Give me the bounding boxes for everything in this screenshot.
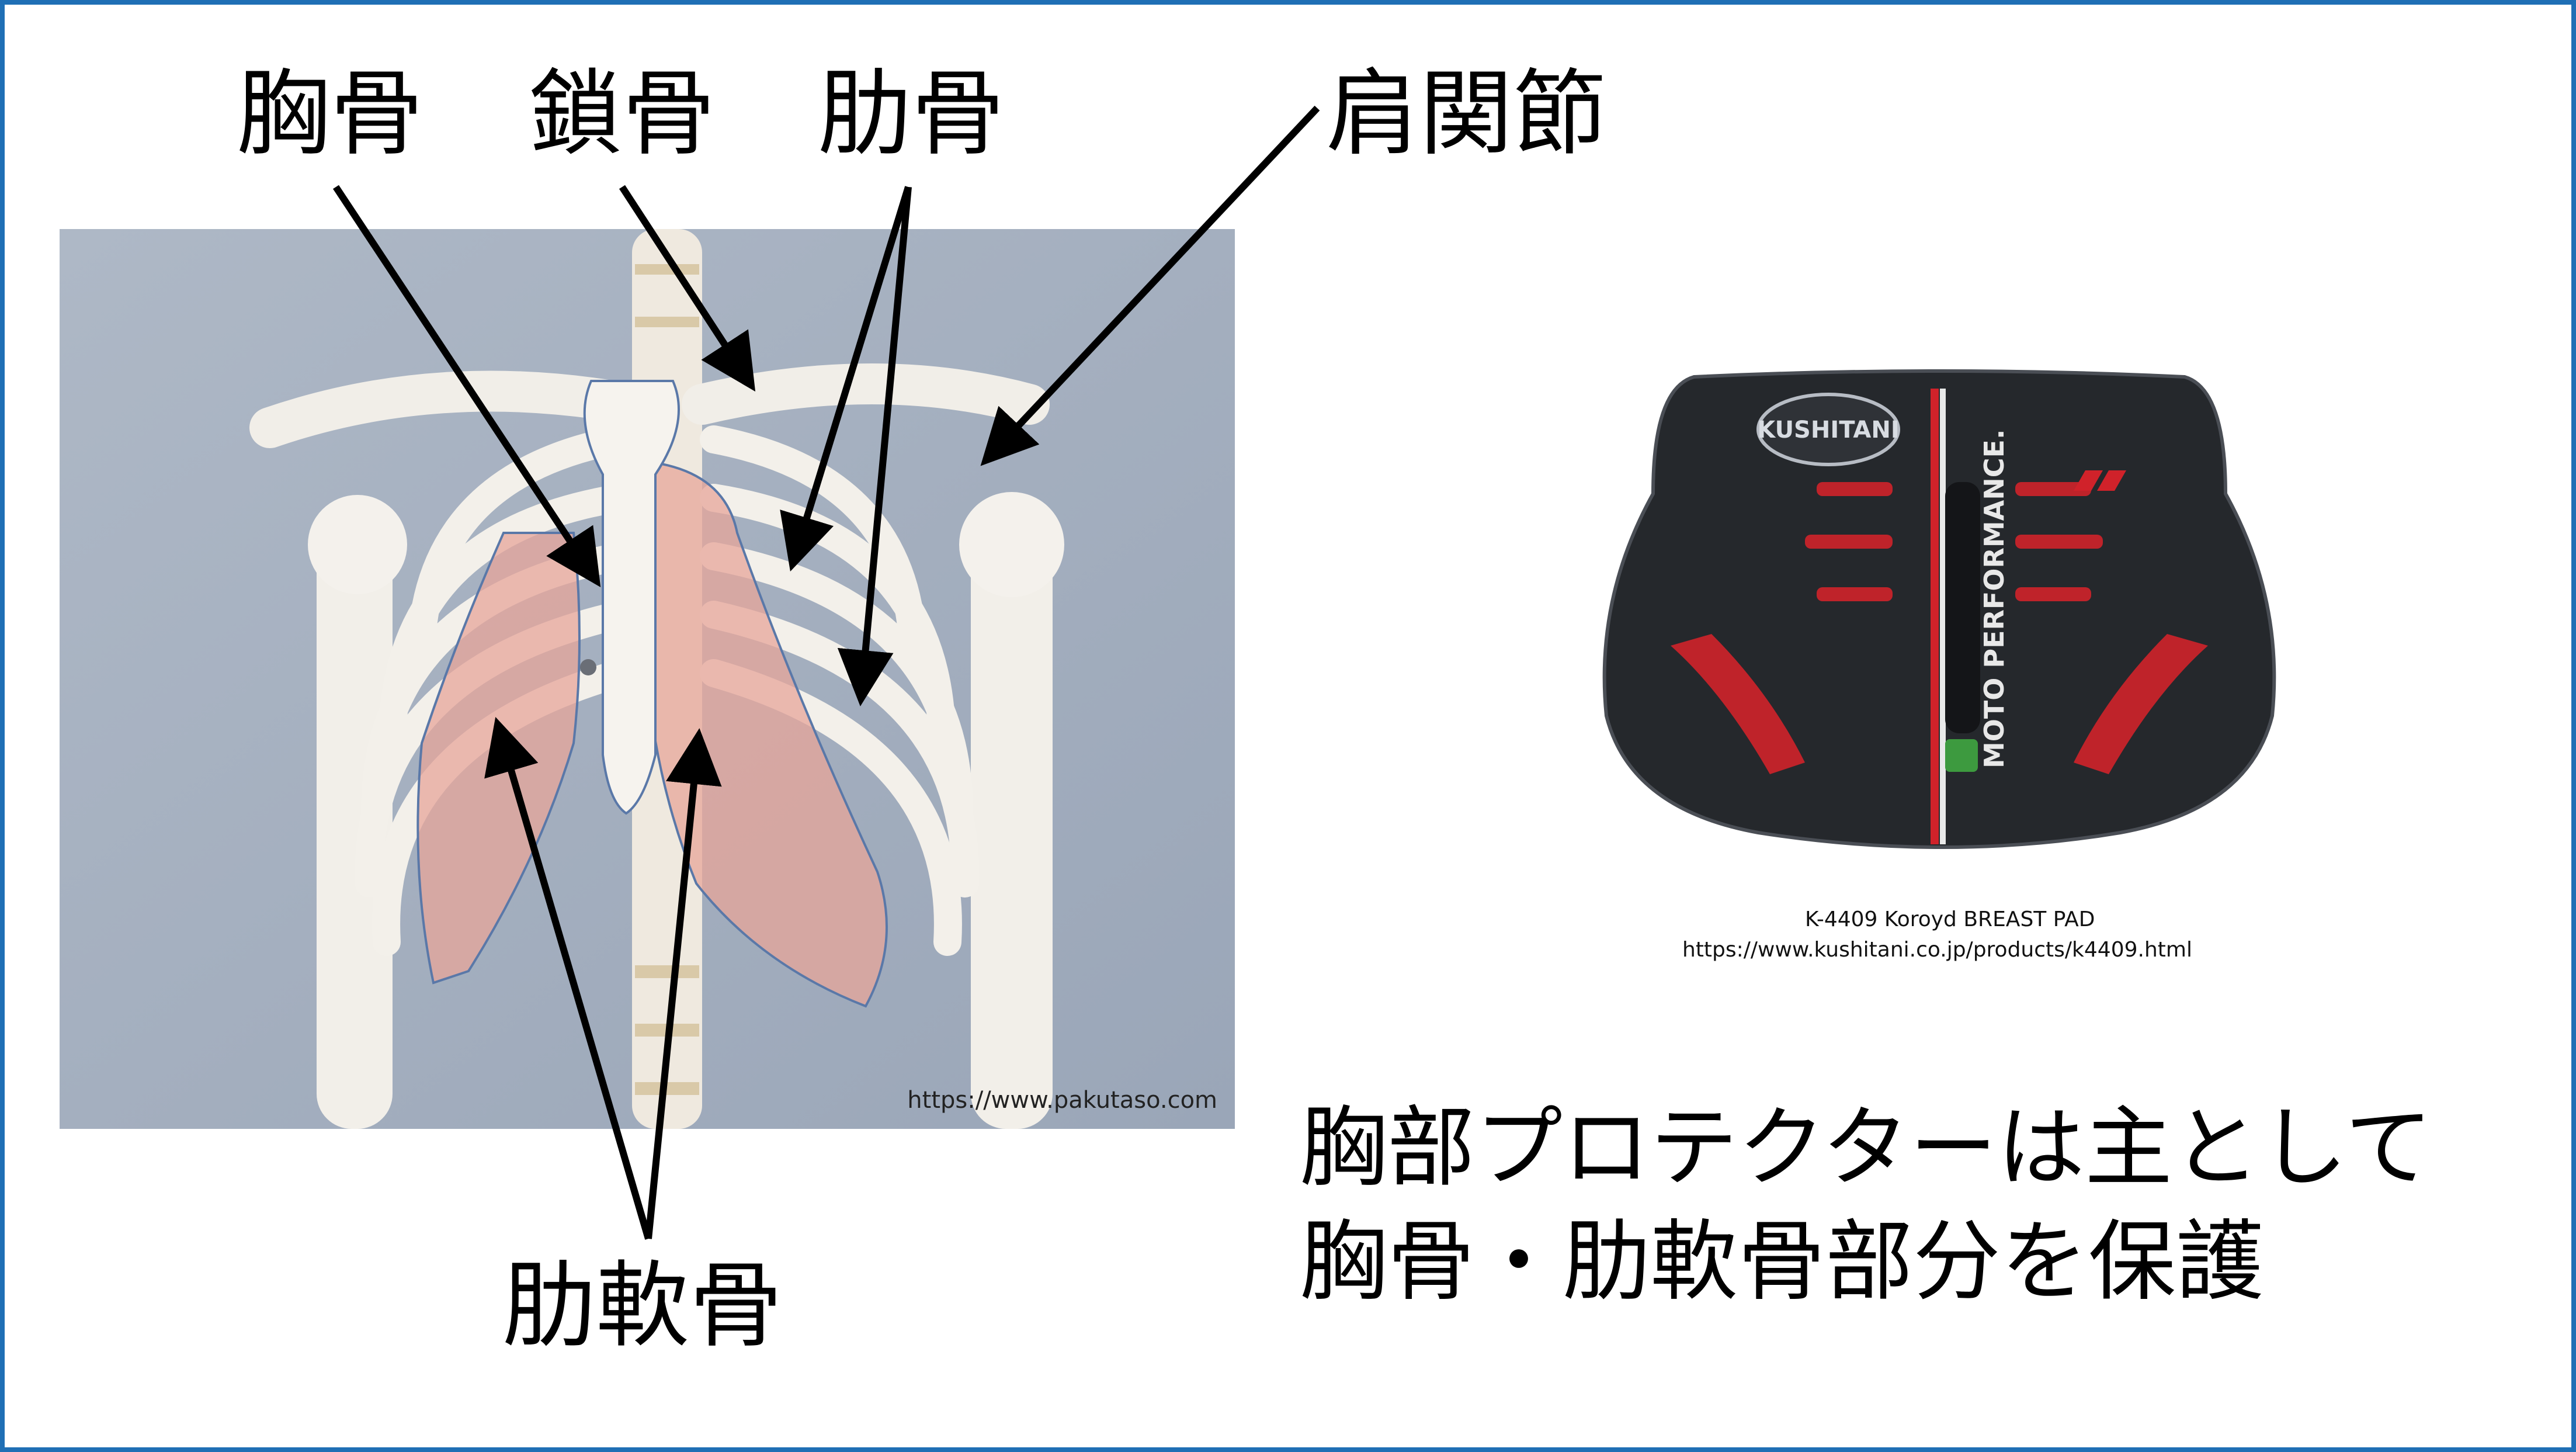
product-caption-url: https://www.kushitani.co.jp/products/k44…: [1682, 938, 2192, 962]
skeleton-illustration: [60, 229, 1235, 1129]
message-line-2: 胸骨・肋軟骨部分を保護: [1300, 1211, 2264, 1313]
label-sternum: 胸骨: [237, 59, 424, 168]
pad-brand-logo: KUSHITANI: [1757, 417, 1899, 443]
skeleton-photo: https://www.pakutaso.com: [60, 229, 1235, 1129]
label-shoulder-joint: 肩関節: [1326, 59, 1607, 168]
product-caption-name: K-4409 Koroyd BREAST PAD: [1805, 907, 2095, 931]
pad-side-text: MOTO PERFORMANCE.: [1978, 429, 2010, 768]
label-clavicle: 鎖骨: [529, 59, 716, 168]
photo-credit: https://www.pakutaso.com: [907, 1087, 1217, 1114]
breast-pad-illustration: KUSHITANI MOTO PERFORMANCE.: [1602, 369, 2276, 849]
label-rib: 肋骨: [818, 59, 1005, 168]
breast-pad-image: KUSHITANI MOTO PERFORMANCE.: [1595, 365, 2284, 879]
message-line-1: 胸部プロテクターは主として: [1300, 1097, 2433, 1199]
label-costal-cartilage: 肋軟骨: [502, 1251, 783, 1360]
